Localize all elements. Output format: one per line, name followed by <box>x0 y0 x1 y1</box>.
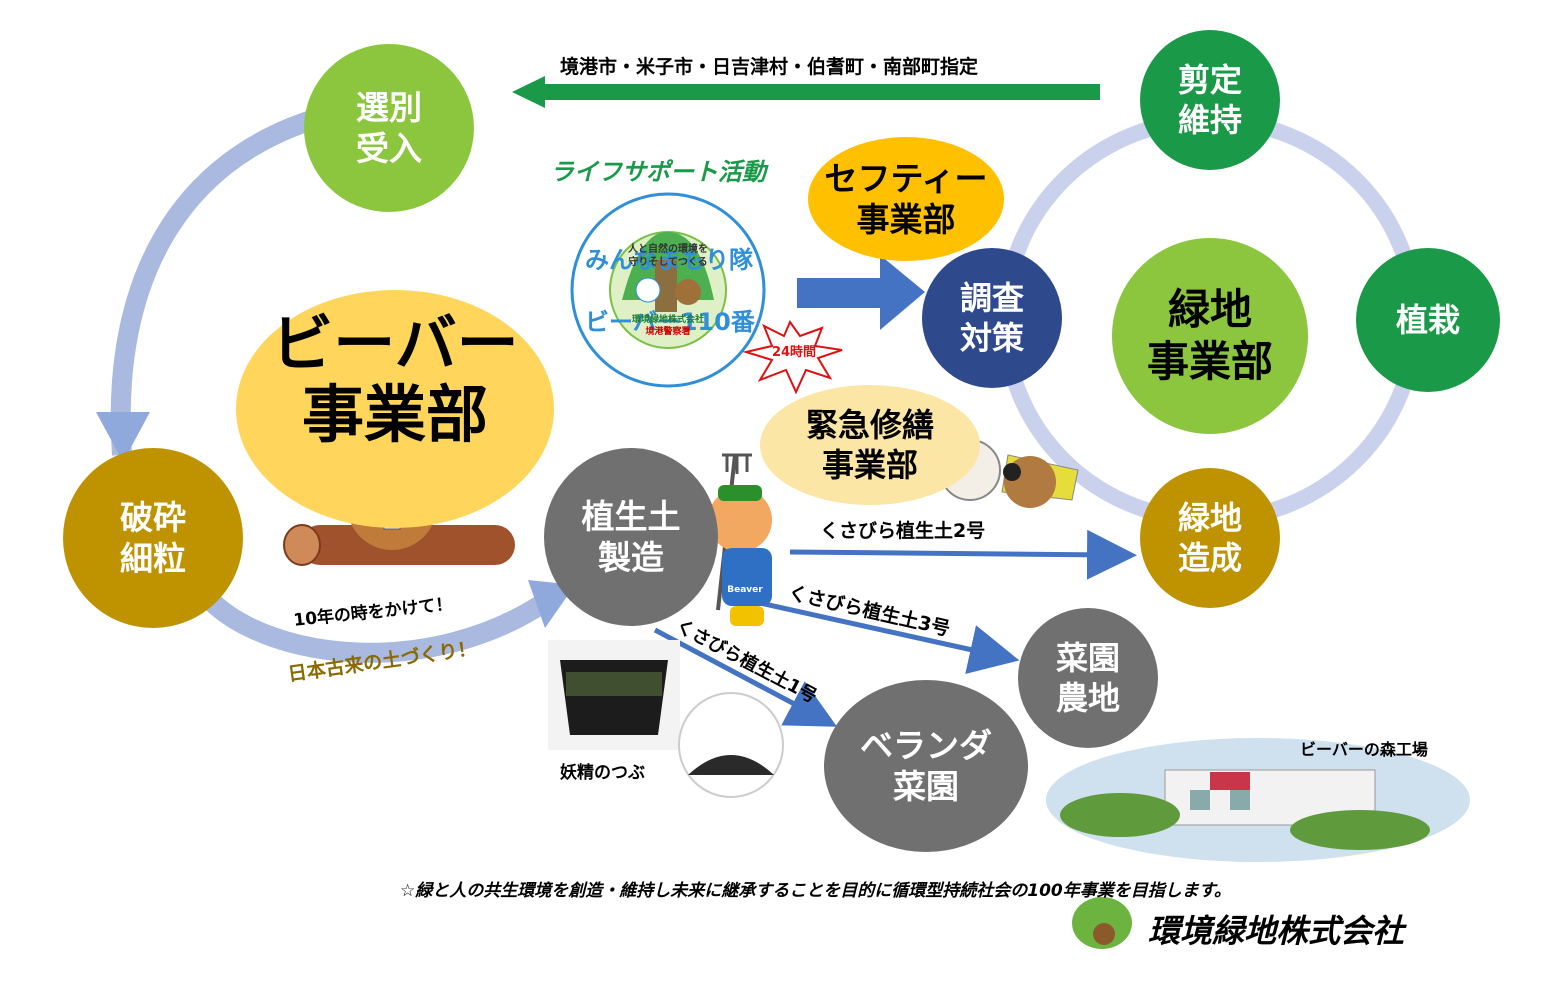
survey-arrow <box>797 255 925 330</box>
fairy-product-label: 妖精のつぶ <box>560 763 645 783</box>
designated-cities-label: 境港市・米子市・日吉津村・伯耆町・南部町指定 <box>560 56 979 78</box>
designated-arrow-head <box>512 76 545 108</box>
mission-statement: ☆緑と人の共生環境を創造・維持し未来に継承することを目的に循環型持続社会の100… <box>400 881 1232 901</box>
life-support-label: ライフサポート活動 <box>550 158 766 186</box>
node-survey: 調査 対策 <box>922 248 1062 388</box>
company-name: 環境緑地株式会社 <box>1148 912 1405 950</box>
node-pruning: 剪定 維持 <box>1140 30 1280 170</box>
node-planting: 植栽 <box>1356 248 1500 392</box>
emergency-workers-illustration <box>939 439 1079 508</box>
worker-beaver-illustration: Beaver <box>708 453 772 626</box>
cycle-arrowhead-down <box>96 412 150 462</box>
node-greenery-dept: 緑地 事業部 <box>1112 238 1308 434</box>
badge-inner-line1: 人と自然の環境を <box>628 242 708 255</box>
cycle-track-top <box>110 108 321 456</box>
arrow-soil-no3 <box>759 600 1020 675</box>
designated-arrow-shaft <box>540 84 1100 100</box>
node-crushing: 破砕 細粒 <box>63 448 243 628</box>
soil-no2-label: くさびら植生土2号 <box>820 520 986 542</box>
factory-label: ビーバーの森工場 <box>1300 740 1428 759</box>
node-beaver-dept: ビーバー 事業部 <box>236 290 554 528</box>
badge-company-small: 環境緑地株式会社 <box>632 313 704 325</box>
badge-police: 境港警察署 <box>645 325 690 337</box>
arrow-soil-no1 <box>653 627 838 727</box>
badge-inner-line2: 守りそしてつくる <box>628 255 707 268</box>
node-sorting: 選別 受入 <box>304 44 474 212</box>
node-veranda: ベランダ 菜園 <box>824 680 1028 852</box>
fairy-product-image <box>548 640 784 798</box>
beaver-char-label: Beaver <box>727 585 763 595</box>
factory-photo <box>1046 738 1470 862</box>
company-logo-mark <box>1072 897 1132 949</box>
node-emergency-dept: 緊急修繕 事業部 <box>760 385 980 505</box>
cycle-track-bottom <box>202 591 554 663</box>
hours-24-starburst <box>742 319 843 395</box>
node-safety-dept: セフティー 事業部 <box>808 137 1004 261</box>
badge-ring-text: みんなまもり隊 <box>585 246 754 274</box>
node-greenery-creation: 緑地 造成 <box>1140 468 1280 608</box>
beaver-110-badge: みんなまもり隊 ビーバー110番 人と自然の環境を 守りそしてつくる 環境緑地株… <box>570 192 766 388</box>
badge-ring-bottom: ビーバー110番 <box>585 308 756 336</box>
hours-24-label: 24時間 <box>772 344 816 360</box>
arrow-soil-no2 <box>789 529 1137 580</box>
node-soil-production: 植生土 製造 <box>544 448 718 626</box>
node-farm: 菜園 農地 <box>1018 608 1158 748</box>
